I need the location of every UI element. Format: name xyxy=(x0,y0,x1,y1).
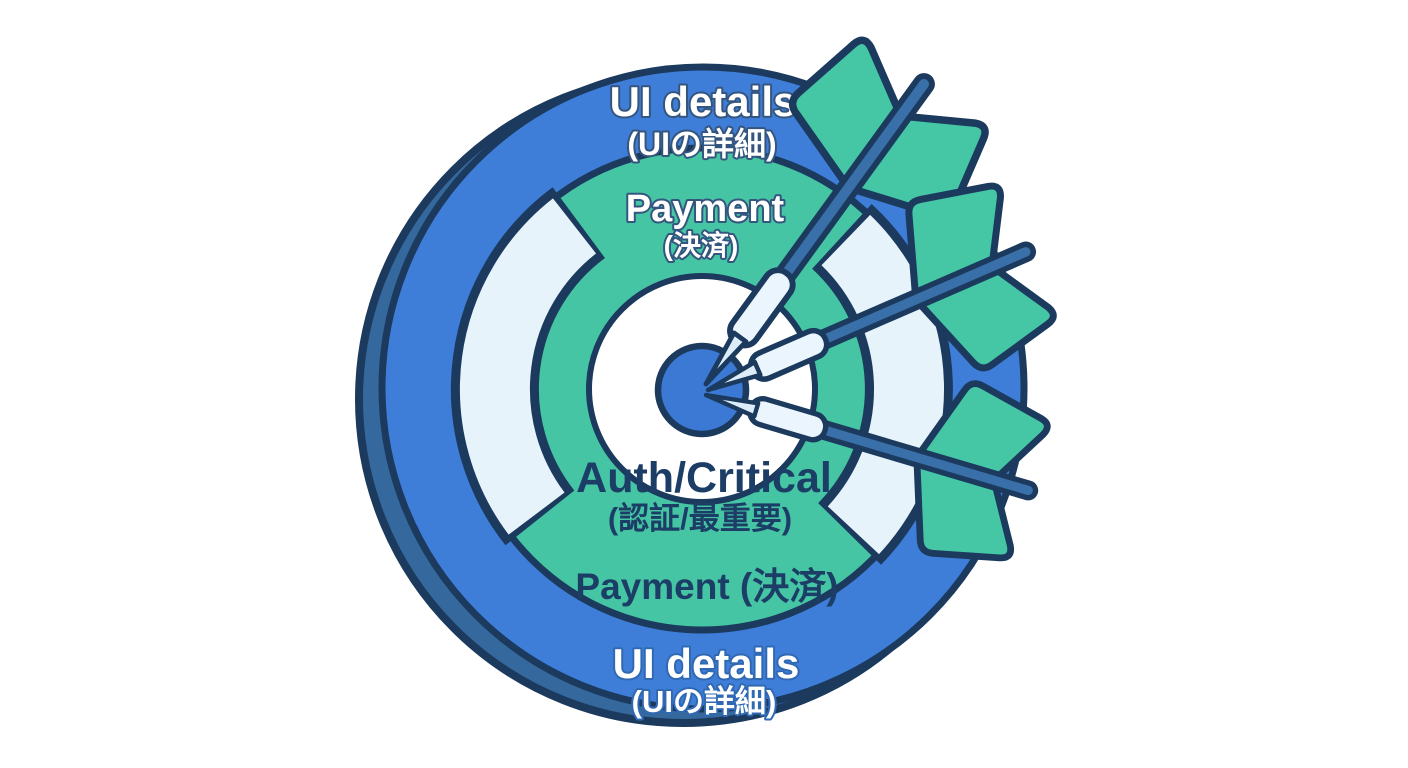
dart-2 xyxy=(705,182,1057,393)
dart-flight-icon xyxy=(915,380,1051,481)
label-payment-top: Payment xyxy=(626,188,785,230)
pale-ring-left-arc xyxy=(459,198,597,535)
label-auth-critical: Auth/Critical xyxy=(576,454,832,502)
label-ui-details-bottom-jp: (UIの詳細) xyxy=(632,684,777,719)
label-payment-bottom: Payment (決済) xyxy=(575,566,838,607)
label-auth-critical-jp: (認証/最重要) xyxy=(608,501,792,536)
label-ui-details-bottom: UI details xyxy=(613,640,800,687)
label-ui-details-top: UI details xyxy=(610,78,797,125)
dart-needle-icon xyxy=(703,330,749,387)
dart-needle-icon xyxy=(703,392,761,419)
dart-3 xyxy=(703,380,1051,562)
bullseye xyxy=(654,342,750,438)
dart-flight-icon xyxy=(788,36,903,188)
dart-1 xyxy=(703,36,989,387)
pale-ring-right-arc xyxy=(820,214,945,555)
label-ui-details-top-jp: (UIの詳細) xyxy=(627,126,776,162)
label-payment-top-jp: (決済) xyxy=(664,230,739,261)
dart-needle-icon xyxy=(705,359,763,393)
